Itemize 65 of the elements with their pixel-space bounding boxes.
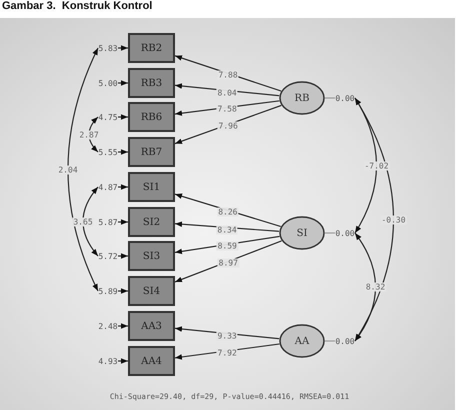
- arrow: [118, 358, 128, 364]
- value-label: 4.93: [98, 356, 118, 366]
- value-label: 4.75: [98, 112, 118, 122]
- edge-label: 8.59: [216, 242, 238, 251]
- arrow: [174, 236, 280, 254]
- arrow: [118, 114, 128, 120]
- arrow: [174, 83, 280, 96]
- arrow: [118, 253, 128, 259]
- arrow: [174, 343, 280, 360]
- edge-label: 8.32: [364, 282, 386, 292]
- arrow: [118, 184, 128, 190]
- observed-variable-box: SI2: [128, 207, 175, 237]
- connector-line: [325, 340, 335, 342]
- value-label: 5.00: [98, 78, 118, 88]
- variable-name: AA: [294, 336, 310, 346]
- latent-variable-ellipse: [279, 216, 325, 250]
- arrow: [174, 221, 280, 232]
- value-label: 5.87: [98, 217, 118, 227]
- arrow: [174, 104, 282, 144]
- latent-variable-ellipse: [279, 324, 325, 358]
- observed-variable-box: SI1: [128, 172, 175, 202]
- value-label: 5.89: [98, 286, 118, 296]
- value-label: 5.83: [98, 43, 118, 53]
- arrow: [118, 288, 128, 294]
- arrow: [118, 323, 128, 329]
- edge-label: 7.88: [217, 70, 239, 80]
- variable-name: RB: [294, 92, 310, 104]
- connector-line: [325, 97, 335, 99]
- latent-variable-ellipse: [279, 81, 325, 115]
- arrow: [118, 149, 128, 155]
- connector-line: [325, 232, 335, 234]
- value-label: 0.00: [335, 336, 355, 346]
- double-headed-arrow: [88, 116, 98, 152]
- variable-name: SI: [296, 228, 308, 238]
- double-headed-arrow: [354, 98, 394, 342]
- value-label: 2.48: [98, 321, 118, 331]
- value-label: 4.87: [98, 182, 118, 192]
- edge-label: 7.58: [216, 104, 238, 114]
- observed-variable-box: SI3: [128, 241, 175, 271]
- edge-label: 8.97: [218, 258, 239, 268]
- observed-variable-box: AA4: [128, 346, 175, 376]
- double-headed-arrow: [354, 232, 376, 342]
- arrow: [174, 326, 280, 340]
- observed-variable-box: SI4: [128, 276, 175, 306]
- arrow: [174, 55, 282, 92]
- figure-title: Gambar 3. Konstruk Kontrol: [2, 0, 152, 12]
- observed-variable-box: RB3: [128, 68, 175, 98]
- observed-variable-box: RB6: [128, 102, 175, 132]
- observed-variable-box: RB2: [128, 33, 175, 63]
- arrow: [118, 219, 128, 225]
- arrow: [118, 80, 128, 86]
- value-label: 5.72: [98, 251, 118, 261]
- arrow: [174, 194, 281, 228]
- double-headed-arrow: [82, 186, 98, 256]
- arrow: [174, 100, 280, 116]
- edge-label: 7.96: [218, 122, 239, 131]
- observed-variable-box: RB7: [128, 137, 175, 167]
- arrow: [118, 45, 128, 51]
- value-label: 5.55: [98, 147, 118, 157]
- double-headed-arrow: [68, 48, 98, 292]
- arrow: [174, 240, 282, 282]
- observed-variable-box: AA3: [128, 311, 175, 341]
- value-label: 0.00: [335, 93, 355, 103]
- edge-label: 8.26: [217, 208, 238, 217]
- value-label: 0.00: [335, 228, 355, 238]
